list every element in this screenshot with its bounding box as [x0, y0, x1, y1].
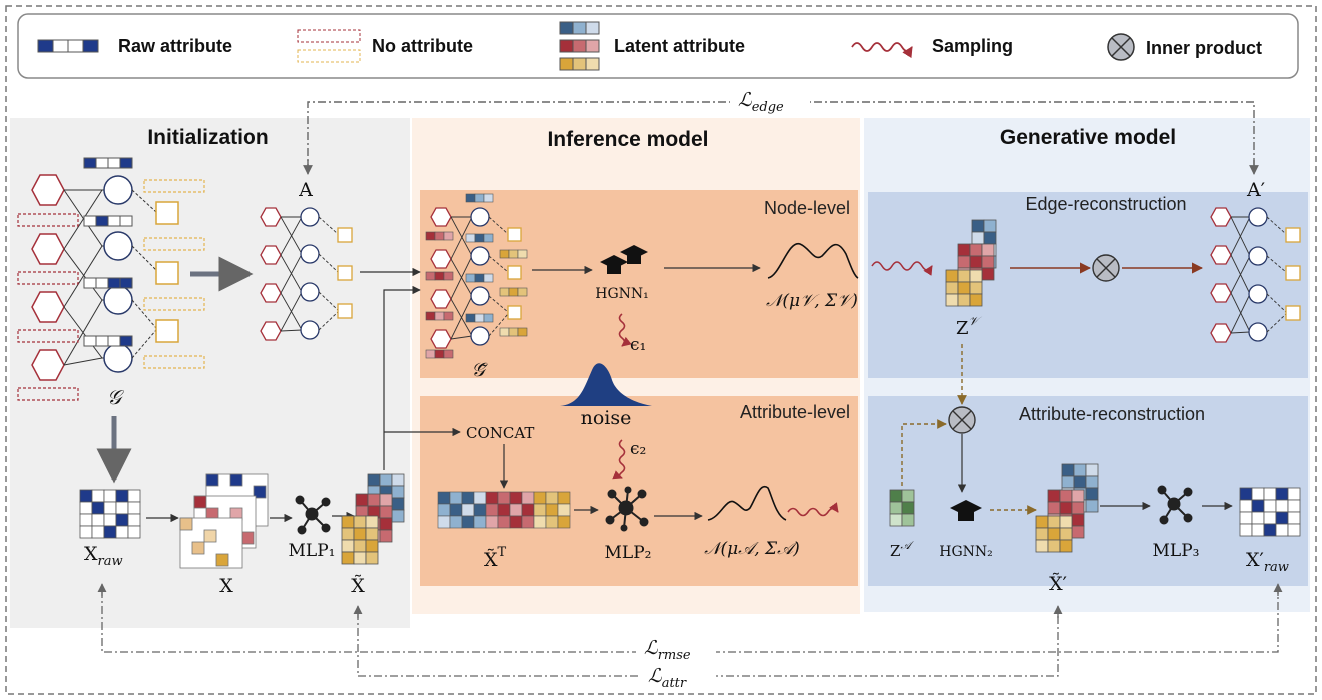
legend-box: Raw attribute No attribute Latent attrib…	[17, 13, 1299, 79]
legend-latent-attribute-label: Latent attribute	[614, 36, 745, 56]
mlp1-label: MLP₁	[289, 541, 336, 561]
z-a-matrix	[889, 489, 915, 527]
adjacency-A-graph	[260, 207, 353, 341]
attr-loss-path	[357, 612, 1059, 677]
hypergraph-G-label: 𝒢	[107, 385, 125, 409]
x-tilde-transpose-label: X̃T	[484, 545, 507, 571]
reconstructed-a-prime-graph	[1210, 207, 1301, 343]
mlp2-icon	[605, 486, 649, 532]
x-label: X	[219, 575, 233, 597]
normal-v-label: 𝒩(μ𝒱, Σ𝒱)	[766, 291, 858, 311]
x-tilde-prime-label: X̃′	[1049, 573, 1067, 595]
attribute-sampling-arrow	[787, 502, 839, 517]
inner-product-icon	[1107, 33, 1135, 61]
hgnn2-label: HGNN₂	[939, 544, 993, 560]
x-tilde-transpose-matrix	[437, 491, 571, 529]
x-matrix-stack	[179, 473, 269, 569]
hgnn1-icon	[600, 245, 648, 274]
x-raw-label: Xraw	[84, 543, 123, 569]
latent-attribute-icon	[559, 21, 600, 71]
edge-reconstruction-panel	[868, 192, 1308, 378]
attribute-reconstruction-label: Attribute-reconstruction	[1019, 404, 1205, 424]
eps2-sampling-arrow	[612, 439, 626, 480]
noise-label: noise	[581, 407, 632, 429]
x-tilde-stack	[341, 473, 405, 565]
node-level-panel	[420, 190, 858, 378]
x-tilde-prime-stack	[1035, 463, 1099, 553]
no-attribute-icon	[297, 29, 361, 63]
rmse-loss-path	[101, 590, 1279, 653]
raw-attribute-icon	[37, 39, 99, 53]
node-level-label: Node-level	[764, 198, 850, 218]
hgnn1-label: HGNN₁	[595, 286, 649, 302]
legend-no-attribute-label: No attribute	[372, 36, 473, 56]
eps2-label: ϵ₂	[630, 439, 646, 459]
normal-a-curve	[707, 485, 787, 521]
za-to-inner-arrow	[901, 419, 947, 486]
attr-inner-product-icon	[948, 406, 976, 434]
edge-sampling-arrow	[871, 261, 933, 276]
inference-title: Inference model	[547, 128, 708, 151]
a-prime-label: A′	[1246, 179, 1265, 201]
mlp1-icon	[295, 495, 331, 535]
input-hypergraph	[17, 157, 205, 401]
normal-v-curve	[767, 243, 859, 279]
initialization-title: Initialization	[147, 126, 268, 149]
x-raw-matrix	[79, 489, 141, 539]
legend-sampling-label: Sampling	[932, 36, 1013, 56]
legend-inner-product-label: Inner product	[1146, 38, 1262, 58]
legend-raw-attribute-label: Raw attribute	[118, 36, 232, 56]
adjacency-A-label: A	[298, 179, 313, 201]
concat-label: CONCAT	[466, 424, 534, 442]
edge-inner-product-icon	[1092, 254, 1120, 282]
hgnn2-icon	[950, 500, 982, 521]
normal-a-label: 𝒩(μ𝒜, Σ𝒜)	[704, 539, 800, 559]
mlp3-label: MLP₃	[1153, 541, 1200, 561]
eps1-sampling-arrow	[618, 313, 632, 347]
xtilde-to-node-level-arrow	[383, 285, 421, 470]
mlp3-icon	[1157, 485, 1193, 525]
x-tilde-label: X̃	[351, 575, 365, 597]
x-raw-prime-label: X′raw	[1246, 549, 1289, 575]
attribute-level-label: Attribute-level	[740, 402, 850, 422]
x-raw-prime-matrix	[1239, 487, 1301, 537]
node-level-graph	[425, 193, 528, 359]
g-tilde-label: 𝒢̃	[471, 359, 488, 381]
mlp2-label: MLP₂	[605, 543, 652, 563]
sampling-icon	[851, 42, 913, 59]
noise-distribution-icon	[560, 363, 652, 406]
generative-title: Generative model	[1000, 126, 1176, 149]
eps1-label: ϵ₁	[630, 335, 646, 355]
edge-reconstruction-label: Edge-reconstruction	[1025, 194, 1186, 214]
outer-frame	[5, 5, 1317, 695]
edge-loss-path	[307, 101, 1255, 172]
z-v-stack	[945, 219, 997, 307]
